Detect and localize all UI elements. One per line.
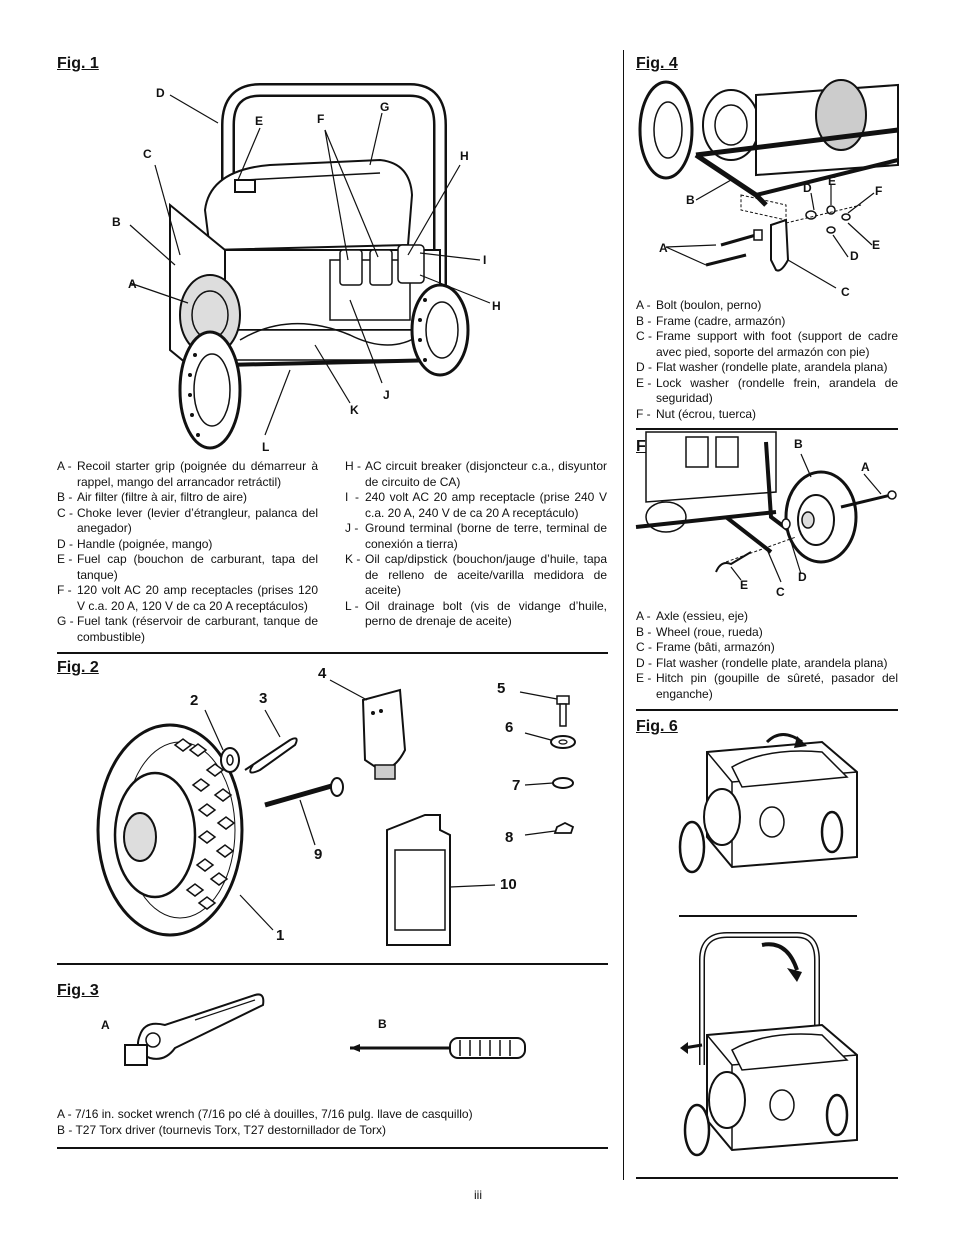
fig4-callout-b: B: [686, 193, 695, 207]
legend-row: B -Air filter (filtre à air, filtro de a…: [57, 490, 248, 504]
legend-row: E -Lock washer (rondelle frein, arandela…: [636, 375, 898, 406]
fig2-callout-3: 3: [259, 690, 268, 707]
legend-row: A - 7/16 in. socket wrench (7/16 po clé …: [57, 1107, 473, 1121]
legend-row: B - T27 Torx driver (tournevis Torx, T27…: [57, 1122, 387, 1137]
fig1-callout-f: F: [317, 112, 325, 126]
fig6-generator-unfolded-illustration: [680, 932, 858, 1157]
fig3-callout-b: B: [378, 1017, 387, 1031]
fig2-callout-5: 5: [497, 680, 506, 697]
fig5-callout-d: D: [798, 570, 807, 584]
fig2-callout-1: 1: [276, 927, 285, 944]
fig2-title: Fig. 2: [57, 659, 99, 676]
fig1-callout-l: L: [262, 440, 270, 454]
legend-row: L -Oil drainage bolt (vis de vidange d’h…: [345, 598, 607, 629]
fig5-legend: A -Axle (essieu, eje) B -Wheel (roue, ru…: [636, 609, 898, 702]
legend-row: A -Recoil starter grip (poignée du démar…: [57, 459, 318, 489]
fig4-callout-e-top: E: [828, 174, 837, 188]
fig2-callout-10: 10: [500, 876, 517, 893]
legend-row: G -Fuel tank (réservoir de carburant, ta…: [57, 614, 318, 644]
fig4-callout-d-top: D: [803, 181, 812, 195]
legend-row: D -Flat washer (rondelle plate, arandela…: [636, 655, 888, 670]
fig1-legend-right: H -AC circuit breaker (disjoncteur c.a.,…: [345, 459, 607, 630]
fig4-callout-a: A: [659, 241, 668, 255]
fig1-callout-h-top: H: [460, 149, 469, 163]
fig5-callout-a: A: [861, 460, 870, 474]
fig3-callout-a: A: [101, 1018, 110, 1032]
legend-row: E -Fuel cap (bouchon de carburant, tapa …: [57, 552, 318, 582]
divider-fig1-fig2: [57, 652, 608, 654]
divider-fig4-fig5: [636, 428, 898, 430]
page-number: iii: [474, 1188, 482, 1202]
fig1-generator-illustration: [129, 83, 491, 450]
fig1-callout-b: B: [112, 215, 121, 229]
fig3-tools-illustration: [124, 993, 526, 1066]
legend-row: J -Ground terminal (borne de terre, term…: [345, 521, 607, 551]
legend-row: F -Nut (écrou, tuerca): [636, 406, 757, 421]
legend-row: F -120 volt AC 20 amp receptacles (prise…: [57, 583, 318, 613]
fig2-callout-9: 9: [314, 846, 323, 863]
divider-fig3-bottom: [57, 1147, 608, 1149]
fig1-callout-a: A: [128, 277, 137, 291]
fig3-title: Fig. 3: [57, 982, 99, 999]
fig1-callout-k: K: [350, 403, 359, 417]
fig5-callout-c: C: [776, 585, 785, 599]
fig4-callout-e-bottom: E: [872, 238, 881, 252]
fig6-title: Fig. 6: [636, 718, 678, 735]
fig4-title: Fig. 4: [636, 55, 678, 72]
fig4-callout-d-bottom: D: [850, 249, 859, 263]
fig1-callout-c: C: [143, 147, 152, 161]
fig1-title: Fig. 1: [57, 55, 99, 72]
fig1-callout-d2: D: [156, 86, 165, 100]
legend-row: D -Handle (poignée, mango): [57, 536, 213, 551]
fig4-frame-support-illustration: [638, 79, 899, 289]
legend-row: A -Bolt (boulon, perno): [636, 298, 762, 312]
fig1-legend-left: A -Recoil starter grip (poignée du démar…: [57, 459, 318, 645]
fig1-callout-g: G: [380, 100, 390, 114]
legend-row: C -Choke lever (levier d’étrangleur, pal…: [57, 505, 318, 536]
divider-fig6-middle: [679, 915, 857, 917]
fig4-callout-f: F: [875, 184, 883, 198]
legend-row: C -Frame (bâti, armazón): [636, 640, 775, 654]
divider-fig2-fig3: [57, 963, 608, 965]
legend-row: I -240 volt AC 20 amp receptacle (prise …: [345, 490, 607, 520]
fig6-generator-folded-illustration: [678, 733, 858, 874]
column-divider: [623, 50, 624, 1180]
legend-row: H -AC circuit breaker (disjoncteur c.a.,…: [345, 459, 607, 489]
legend-row: C -Frame support with foot (support de c…: [636, 329, 898, 359]
fig1-callout-j: J: [383, 388, 390, 402]
legend-row: B -Frame (cadre, armazón): [636, 313, 786, 328]
fig4-callout-c: C: [841, 285, 850, 299]
legend-row: B -Wheel (roue, rueda): [636, 624, 763, 639]
divider-fig6-bottom: [636, 1177, 898, 1179]
fig1-callout-e: E: [255, 114, 264, 128]
fig5-callout-e: E: [740, 578, 749, 592]
fig5-wheel-illustration: [635, 431, 897, 583]
fig2-callout-4: 4: [318, 665, 327, 682]
fig2-callout-6: 6: [505, 719, 514, 736]
divider-fig5-fig6: [636, 709, 898, 711]
fig1-callout-h-bottom: H: [492, 299, 501, 313]
legend-row: K -Oil cap/dipstick (bouchon/jauge d’hui…: [345, 552, 607, 597]
legend-row: E -Hitch pin (goupille de sûreté, pasado…: [636, 671, 898, 701]
fig1-callout-i: I: [483, 253, 487, 267]
fig3-legend: A - 7/16 in. socket wrench (7/16 po clé …: [57, 1107, 608, 1138]
legend-row: A -Axle (essieu, eje): [636, 609, 749, 623]
fig5-callout-b: B: [794, 437, 803, 451]
fig2-callout-7: 7: [512, 777, 521, 794]
fig4-legend: A -Bolt (boulon, perno) B -Frame (cadre,…: [636, 298, 898, 422]
legend-row: D -Flat washer (rondelle plate, arandela…: [636, 360, 888, 374]
fig2-callout-2: 2: [190, 692, 199, 709]
fig2-parts-illustration: [96, 679, 576, 946]
fig2-callout-8: 8: [505, 829, 514, 846]
